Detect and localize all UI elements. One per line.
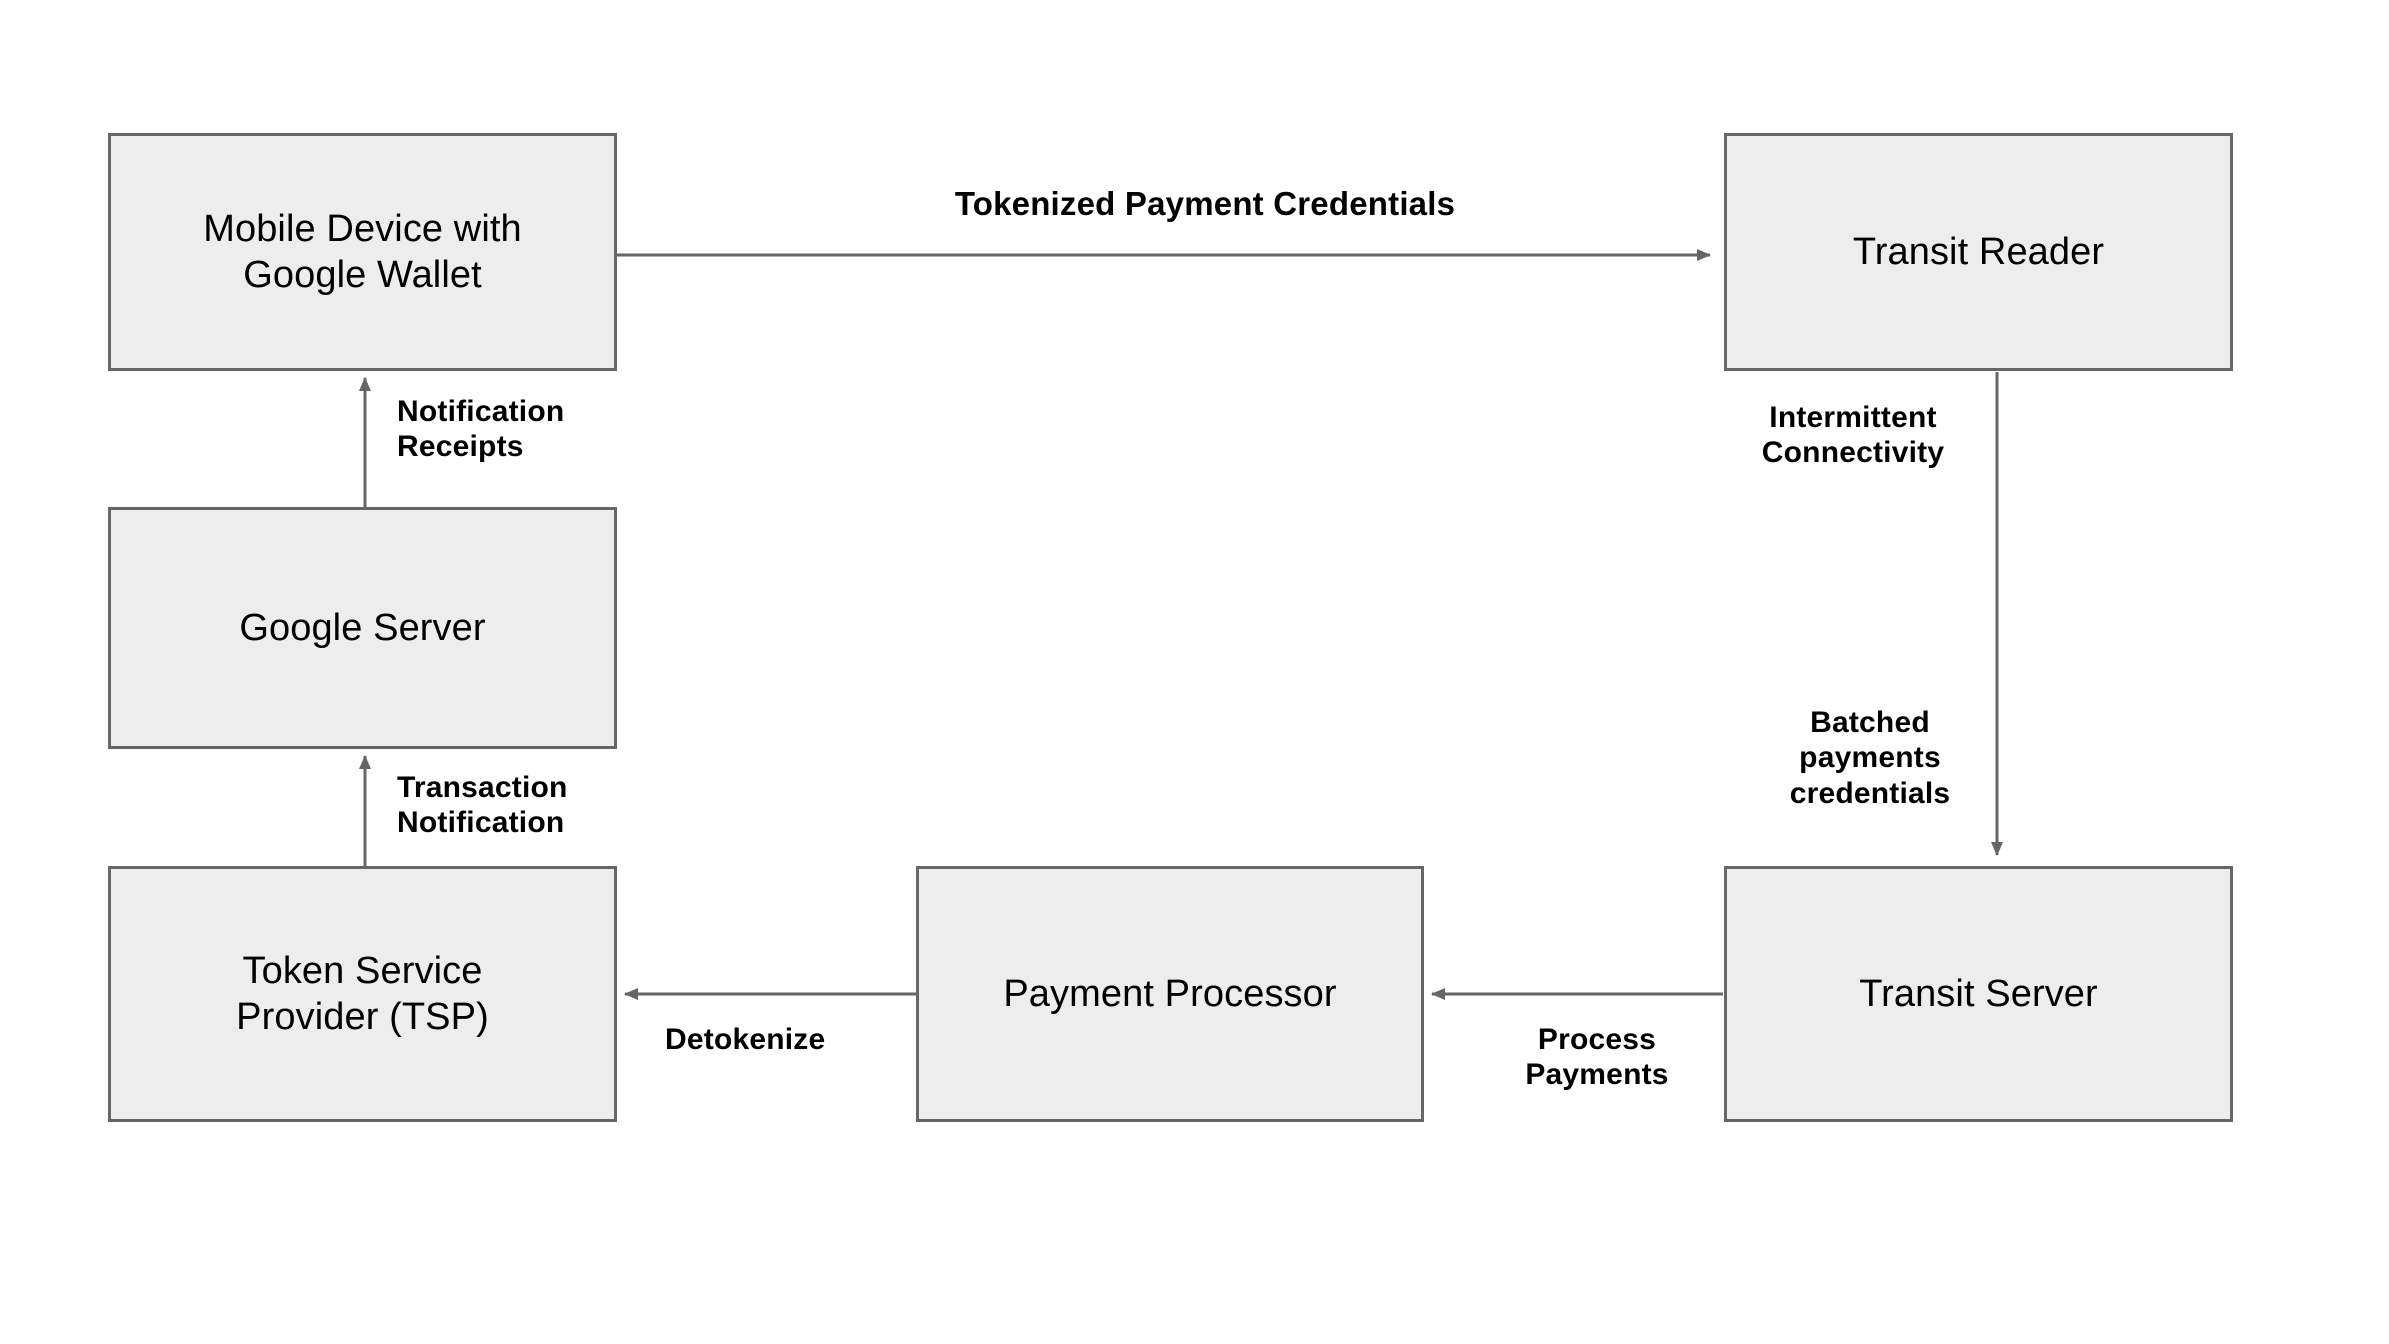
node-token-service-provider[interactable]: Token Service Provider (TSP) — [108, 866, 617, 1122]
edge-label-transaction-notification: Transaction Notification — [397, 771, 568, 840]
node-payment-processor[interactable]: Payment Processor — [916, 866, 1424, 1122]
node-transit-reader-label: Transit Reader — [1852, 230, 2105, 273]
node-transit-server[interactable]: Transit Server — [1724, 866, 2233, 1122]
node-mobile-device-label: Mobile Device with Google Wallet — [203, 207, 522, 296]
edge-label-process-payments: Process Payments — [1525, 1023, 1669, 1092]
node-transit-server-label: Transit Server — [1859, 972, 2098, 1015]
edge-label-tokenized-payment-credentials: Tokenized Payment Credentials — [954, 185, 1456, 222]
edge-label-intermittent-connectivity: Intermittent Connectivity — [1761, 401, 1945, 470]
node-mobile-device[interactable]: Mobile Device with Google Wallet — [108, 133, 617, 371]
edge-label-notification-receipts: Notification Receipts — [397, 395, 565, 464]
node-google-server[interactable]: Google Server — [108, 507, 617, 749]
edge-label-batched-payments-credentials: Batched payments credentials — [1789, 706, 1951, 810]
node-google-server-label: Google Server — [239, 606, 486, 649]
node-token-service-provider-label: Token Service Provider (TSP) — [236, 949, 489, 1038]
edge-label-detokenize: Detokenize — [665, 1023, 826, 1056]
node-transit-reader[interactable]: Transit Reader — [1724, 133, 2233, 371]
node-payment-processor-label: Payment Processor — [1003, 972, 1337, 1015]
